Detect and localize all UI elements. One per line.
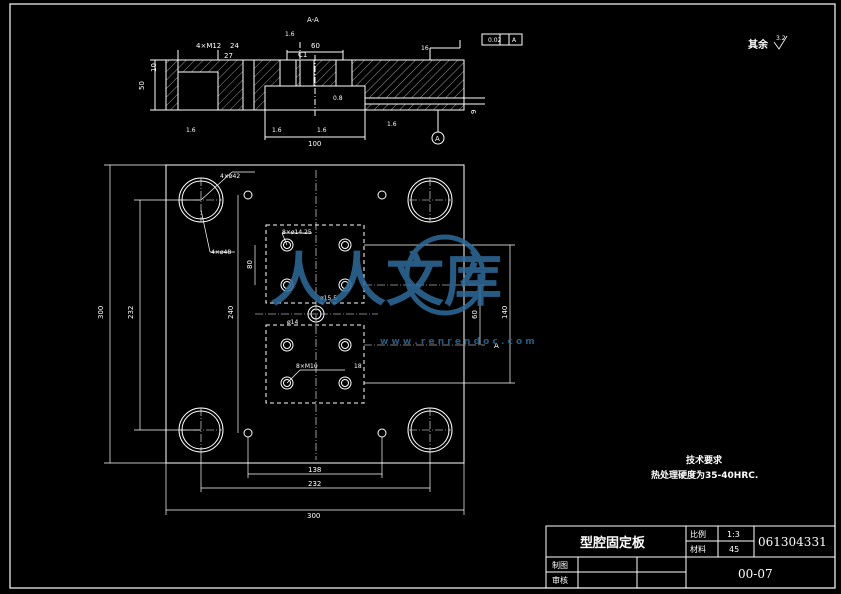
tech-req-title: 技术要求: [686, 454, 723, 466]
center-hole-label-b: ø14: [287, 319, 298, 326]
dim-232-vertical: 232: [127, 306, 135, 319]
roughness-other-label: 其余: [748, 38, 769, 51]
plan-view: [104, 164, 515, 515]
large-holes-label-a: 4×ø42: [220, 173, 240, 180]
title-block-text: 型腔固定板 比例 1:3 材料 45 061304331 制图 审核 00-07: [552, 529, 827, 585]
counterbore-depth-label: 24: [230, 42, 239, 50]
drawing-number: 00-07: [738, 567, 773, 581]
material-value: 45: [729, 545, 739, 554]
dim-300-horizontal: 300: [307, 512, 320, 520]
dim-300-vertical: 300: [97, 306, 105, 319]
tech-req-line-1: 热处理硬度为35-40HRC.: [651, 469, 758, 481]
deep-label: 27: [224, 52, 233, 60]
roughness-6: 1.6: [285, 31, 295, 38]
dim-240: 240: [227, 306, 235, 319]
scale-value: 1:3: [727, 530, 740, 539]
roughness-note: 其余 3.2: [748, 35, 788, 51]
plan-view-labels: 4×ø42 4×ø48 8×ø14.25 ø15.5 ø14 8×M10 18 …: [97, 173, 509, 520]
counterbore-label: 4×M12: [196, 42, 221, 50]
section-mark-a: A: [494, 342, 499, 350]
watermark: 人人文库 w w w . r e n r e n d o c . c o m: [270, 234, 535, 347]
dimension-lines: [104, 164, 515, 515]
title-block: [545, 525, 836, 589]
pattern-holes-label: 8×ø14.25: [282, 229, 312, 236]
roughness-4: 1.6: [317, 127, 327, 134]
dim-50-top: 50: [138, 81, 146, 90]
sheet-border: [9, 3, 836, 589]
roughness-5: 1.6: [387, 121, 397, 128]
dim-60-plan: 60: [471, 310, 479, 319]
parallelism-datum: A: [512, 37, 517, 44]
dim-60-top: 60: [311, 42, 320, 50]
roughness-7: 0.8: [333, 95, 343, 102]
section-label: A-A: [307, 16, 319, 24]
thread-depth-label: 18: [354, 363, 362, 370]
section-view-labels: A-A 4×M12 24 27 60 C1 100 50 10 9 16 1.6…: [138, 16, 517, 148]
dim-138: 138: [308, 466, 321, 474]
watermark-url: w w w . r e n r e n d o c . c o m: [380, 337, 535, 347]
roughness-2: 1.6: [186, 127, 196, 134]
part-title: 型腔固定板: [580, 535, 646, 551]
parallelism-value: 0.02: [488, 37, 502, 44]
dim-100-top: 100: [308, 140, 321, 148]
roughness-1: 16: [421, 45, 429, 52]
technical-requirements: 技术要求 热处理硬度为35-40HRC.: [651, 454, 758, 481]
dim-140: 140: [501, 306, 509, 319]
threads-label: 8×M10: [296, 363, 318, 370]
dim-232-horizontal: 232: [308, 480, 321, 488]
checked-by-label: 审核: [552, 575, 568, 585]
dim-80: 80: [246, 260, 254, 269]
large-holes-label-b: 4×ø48: [211, 249, 231, 256]
center-hole-label: ø15.5: [320, 295, 337, 302]
roughness-other-value: 3.2: [776, 35, 786, 42]
dim-10-top: 10: [150, 63, 158, 72]
section-view: [150, 33, 523, 145]
chamfer-label: C1: [298, 51, 307, 59]
drawing-code: 061304331: [758, 535, 827, 549]
guide-holes: [178, 177, 453, 453]
material-label: 材料: [690, 544, 706, 554]
roughness-3: 1.6: [272, 127, 282, 134]
watermark-text: 人人文库: [270, 246, 502, 314]
datum-circle-label: A: [435, 135, 440, 143]
scale-label: 比例: [690, 529, 706, 539]
dim-9-right: 9: [470, 110, 478, 114]
drawn-by-label: 制图: [552, 560, 568, 570]
